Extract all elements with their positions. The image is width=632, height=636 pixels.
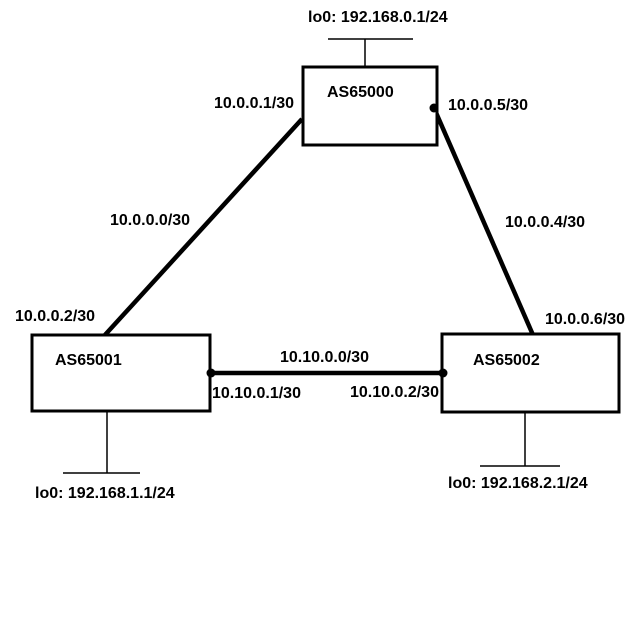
link-line-as65000-as65002 bbox=[431, 107, 536, 336]
node-box-as65002 bbox=[440, 332, 621, 414]
interface-label-as65002-to-as65000: 10.0.0.6/30 bbox=[545, 311, 626, 328]
loopback-label-as65002: lo0: 192.168.2.1/24 bbox=[448, 475, 588, 492]
link-line-as65001-as65000 bbox=[102, 117, 304, 338]
link-endpoint-dot-as65002 bbox=[438, 368, 448, 378]
node-box-as65000 bbox=[301, 65, 439, 147]
subnet-label-as65001-as65002: 10.10.0.0/30 bbox=[280, 349, 369, 366]
interface-label-as65001-to-as65002: 10.10.0.1/30 bbox=[212, 385, 301, 402]
interface-label-as65000-to-as65002: 10.0.0.5/30 bbox=[448, 97, 529, 114]
node-box-as65001 bbox=[30, 333, 212, 413]
link-endpoint-dot-as65000 bbox=[429, 103, 439, 113]
interface-label-as65001-to-as65000: 10.0.0.2/30 bbox=[15, 308, 96, 325]
loopback-label-as65001: lo0: 192.168.1.1/24 bbox=[35, 485, 175, 502]
node-label-as65002: AS65002 bbox=[473, 352, 540, 369]
loopback-label-as65000: lo0: 192.168.0.1/24 bbox=[308, 9, 448, 26]
interface-label-as65002-to-as65001: 10.10.0.2/30 bbox=[350, 384, 439, 401]
node-label-as65000: AS65000 bbox=[327, 84, 394, 101]
node-label-as65001: AS65001 bbox=[55, 352, 122, 369]
subnet-label-as65001-as65000: 10.0.0.0/30 bbox=[110, 212, 191, 229]
link-endpoint-dot-as65001 bbox=[206, 368, 216, 378]
subnet-label-as65000-as65002: 10.0.0.4/30 bbox=[505, 214, 586, 231]
interface-label-as65000-to-as65001: 10.0.0.1/30 bbox=[214, 95, 295, 112]
